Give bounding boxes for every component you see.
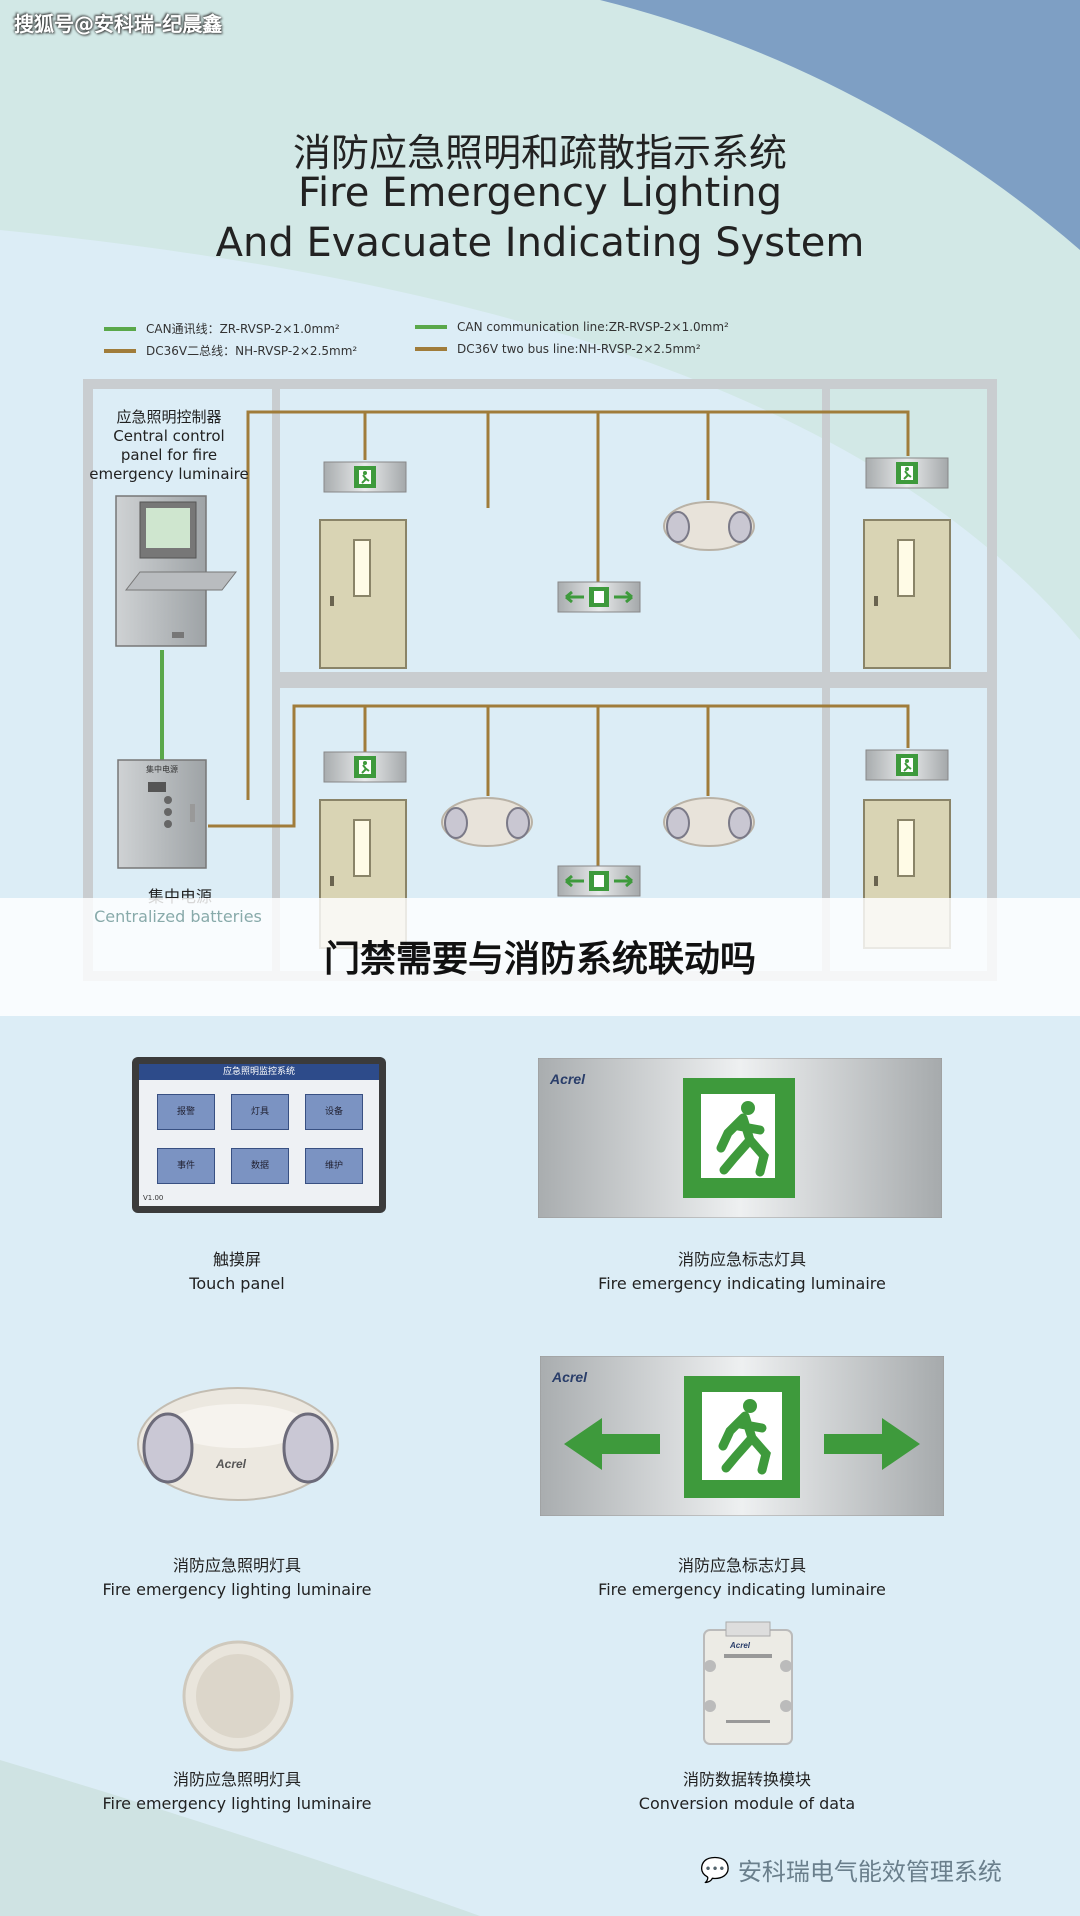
control-panel-cabinet (115, 495, 238, 647)
caption-cn: 消防应急标志灯具 (677, 1250, 806, 1269)
wechat-icon: 💬 (700, 1855, 730, 1884)
footer-account: 💬 安科瑞电气能效管理系统 (700, 1852, 1002, 1887)
screen-header: 应急照明监控系统 (139, 1064, 379, 1080)
product-caption-touch-panel: 触摸屏 Touch panel (37, 1248, 437, 1296)
controller-label: 应急照明控制器 Central control panel for fire e… (84, 408, 254, 484)
product-caption-conversion-module: 消防数据转换模块 Conversion module of data (547, 1768, 947, 1816)
legend-dc-cn: DC36V二总线：NH-RVSP-2×2.5mm² (104, 342, 357, 359)
legend-text: CAN通讯线：ZR-RVSP-2×1.0mm² (146, 322, 340, 336)
centralized-battery-cabinet (117, 759, 207, 869)
legend-can-cn: CAN通讯线：ZR-RVSP-2×1.0mm² (104, 320, 340, 337)
can-line-swatch (104, 326, 136, 331)
caption-en: Fire emergency indicating luminaire (598, 1274, 886, 1293)
emergency-lamp-image: Acrel (137, 1387, 339, 1501)
legend-text: DC36V二总线：NH-RVSP-2×2.5mm² (146, 344, 358, 358)
title-en-line2: And Evacuate Indicating System (215, 220, 865, 266)
controller-label-cn: 应急照明控制器 (116, 408, 222, 426)
system-diagram (83, 379, 997, 981)
screen-button: 事件 (157, 1148, 215, 1184)
title-cn: 消防应急照明和疏散指示系统 (292, 131, 787, 175)
round-lamp-image (182, 1640, 294, 1752)
brand-logo: Acrel (215, 1457, 247, 1471)
exit-sign-arrows-image: Acrel (540, 1356, 944, 1516)
caption-en: Fire emergency indicating luminaire (598, 1580, 886, 1599)
caption-cn: 消防应急照明灯具 (172, 1556, 301, 1575)
caption-en: Fire emergency lighting luminaire (102, 1794, 372, 1813)
brand-logo: Acrel (549, 1071, 586, 1087)
product-caption-exit-sign: 消防应急标志灯具 Fire emergency indicating lumin… (542, 1248, 942, 1296)
caption-cn: 触摸屏 (212, 1250, 261, 1269)
screen-button: 报警 (157, 1094, 215, 1130)
product-caption-lighting-luminaire: 消防应急照明灯具 Fire emergency lighting luminai… (37, 1554, 437, 1602)
screen-button: 数据 (231, 1148, 289, 1184)
footer-text: 安科瑞电气能效管理系统 (737, 1858, 1002, 1886)
product-caption-round-lamp: 消防应急照明灯具 Fire emergency lighting luminai… (37, 1768, 437, 1816)
caption-en: Fire emergency lighting luminaire (102, 1580, 372, 1599)
screen-button: 灯具 (231, 1094, 289, 1130)
controller-label-en3: emergency luminaire (89, 465, 249, 483)
battery-label-en: Centralized batteries (94, 907, 262, 926)
caption-en: Touch panel (189, 1274, 285, 1293)
touch-panel-screen: 应急照明监控系统 报警 灯具 设备 事件 数据 维护 V1.00 (139, 1064, 379, 1206)
caption-en: Conversion module of data (638, 1794, 856, 1813)
can-line-swatch (415, 325, 447, 329)
battery-screen-text: 集中电源 (146, 765, 178, 774)
caption-cn: 消防数据转换模块 (682, 1770, 811, 1789)
banner (0, 898, 1080, 1016)
banner-title: 门禁需要与消防系统联动吗 (323, 939, 756, 980)
screen-footer: V1.00 (143, 1194, 164, 1202)
controller-label-en1: Central control (113, 427, 225, 445)
legend-dc-en: DC36V two bus line:NH-RVSP-2×2.5mm² (415, 342, 701, 356)
brand-logo: Acrel (551, 1369, 588, 1385)
exit-sign-image: Acrel (538, 1058, 942, 1218)
legend-text: DC36V two bus line:NH-RVSP-2×2.5mm² (457, 342, 701, 356)
conversion-module-image: Acrel (703, 1621, 793, 1745)
legend-text: CAN communication line:ZR-RVSP-2×1.0mm² (457, 320, 729, 334)
brand-logo: Acrel (729, 1641, 751, 1650)
dc-line-swatch (415, 347, 447, 351)
product-caption-exit-sign-arrows: 消防应急标志灯具 Fire emergency indicating lumin… (542, 1554, 942, 1602)
watermark: 搜狐号@安科瑞-纪晨鑫 (14, 12, 223, 36)
screen-button: 设备 (305, 1094, 363, 1130)
touch-panel-image: 应急照明监控系统 报警 灯具 设备 事件 数据 维护 V1.00 (132, 1057, 386, 1213)
caption-cn: 消防应急标志灯具 (677, 1556, 806, 1575)
caption-cn: 消防应急照明灯具 (172, 1770, 301, 1789)
dc-line-swatch (104, 348, 136, 353)
controller-label-en2: panel for fire (120, 446, 218, 464)
legend-can-en: CAN communication line:ZR-RVSP-2×1.0mm² (415, 320, 729, 334)
title-en-line1: Fire Emergency Lighting (297, 170, 783, 216)
screen-button: 维护 (305, 1148, 363, 1184)
